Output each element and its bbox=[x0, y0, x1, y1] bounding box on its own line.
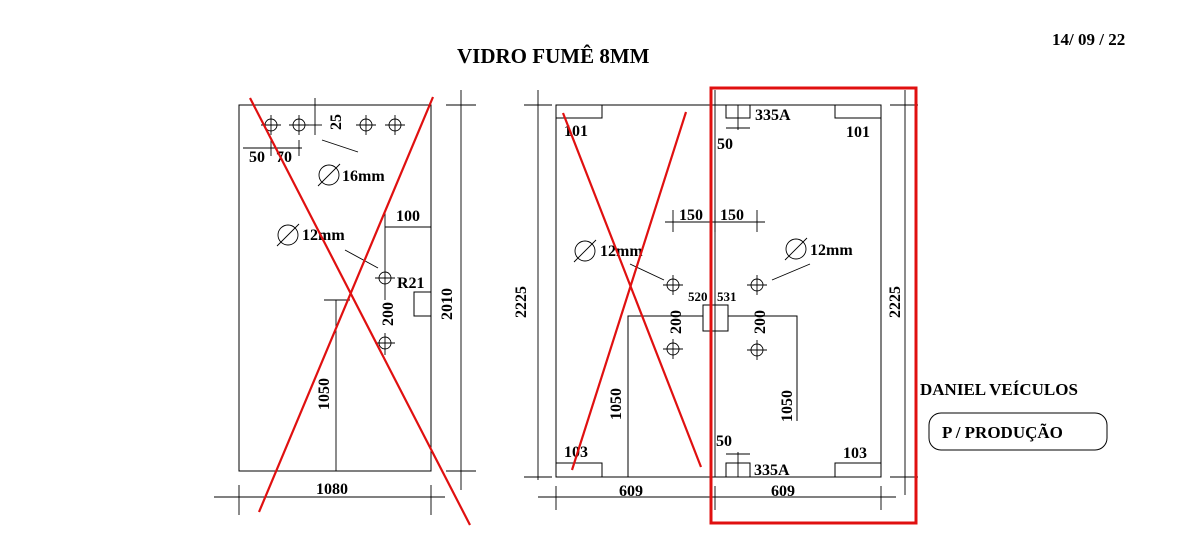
right-label-101-right: 101 bbox=[846, 124, 870, 141]
left-dim-50: 50 bbox=[249, 149, 265, 166]
right-dim-150-left: 150 bbox=[679, 207, 703, 224]
left-hole-12mm: 12mm bbox=[302, 227, 345, 244]
left-dim-2010: 2010 bbox=[439, 288, 456, 320]
right-dim-2225-left: 2225 bbox=[513, 286, 530, 318]
right-dim-2225-right: 2225 bbox=[887, 286, 904, 318]
diameter-16-icon bbox=[317, 163, 341, 187]
left-dim-25: 25 bbox=[328, 114, 345, 130]
right-glass-outline bbox=[555, 104, 882, 478]
left-cancel-cross-line-1 bbox=[249, 97, 471, 526]
right-dim-1050-right: 1050 bbox=[779, 390, 796, 422]
left-hole-16mm: 16mm bbox=[342, 168, 385, 185]
right-dim-200-right: 200 bbox=[752, 310, 769, 334]
client-name: DANIEL VEÍCULOS bbox=[920, 380, 1078, 399]
right-dim-200-left: 200 bbox=[668, 310, 685, 334]
left-dim-70: 70 bbox=[276, 149, 292, 166]
right-holes bbox=[663, 275, 767, 360]
fitting-101-left bbox=[555, 104, 603, 119]
left-cancel-cross-line-2 bbox=[257, 96, 435, 513]
diameter-12-right-icon bbox=[784, 237, 808, 261]
right-dim-520: 520 bbox=[688, 289, 708, 304]
right-label-103-left: 103 bbox=[564, 444, 588, 461]
right-dim-150-right: 150 bbox=[720, 207, 744, 224]
right-dim-50-top: 50 bbox=[717, 136, 733, 153]
right-dim-50-bottom: 50 bbox=[716, 433, 732, 450]
fitting-103-right bbox=[834, 462, 882, 478]
production-note-box bbox=[928, 412, 1108, 451]
left-dim-200: 200 bbox=[380, 302, 397, 326]
drawing-date: 14/ 09 / 22 bbox=[1052, 30, 1125, 49]
right-dim-531: 531 bbox=[717, 289, 737, 304]
diameter-12-icon bbox=[276, 223, 300, 247]
left-side-holes bbox=[375, 271, 395, 355]
right-cancel-cross-line-1 bbox=[561, 112, 703, 468]
right-label-335a-top: 335A bbox=[755, 107, 791, 124]
left-dim-1050: 1050 bbox=[316, 378, 333, 410]
fitting-103-left bbox=[555, 462, 603, 478]
right-label-101-left: 101 bbox=[564, 123, 588, 140]
right-label-103-right: 103 bbox=[843, 445, 867, 462]
left-dim-1080: 1080 bbox=[316, 481, 348, 498]
fitting-101-right bbox=[834, 104, 882, 119]
right-hole-12mm-right: 12mm bbox=[810, 242, 853, 259]
left-glass-outline bbox=[238, 104, 432, 472]
right-cancel-cross-line-2 bbox=[570, 111, 688, 471]
left-handle-notch bbox=[413, 291, 432, 317]
left-panel: 50 70 25 16mm 12mm 100 R21 200 bbox=[214, 90, 476, 526]
right-panel: 2225 2225 101 101 103 103 335A 335A 50 5… bbox=[513, 86, 918, 525]
left-dim-100: 100 bbox=[396, 208, 420, 225]
approved-highlight-box bbox=[709, 86, 918, 525]
right-label-335a-bottom: 335A bbox=[754, 462, 790, 479]
production-note: P / PRODUÇÃO bbox=[942, 423, 1063, 442]
left-dim-r21: R21 bbox=[397, 275, 425, 292]
right-dim-1050-left: 1050 bbox=[608, 388, 625, 420]
center-handle-notch bbox=[702, 304, 729, 332]
diameter-12-left-icon bbox=[573, 239, 597, 263]
right-hole-12mm-left: 12mm bbox=[600, 243, 643, 260]
right-dim-609-left: 609 bbox=[619, 483, 643, 500]
right-dim-609-right: 609 bbox=[771, 483, 795, 500]
drawing-title: VIDRO FUMÊ 8MM bbox=[457, 44, 650, 68]
left-top-holes bbox=[261, 115, 405, 135]
